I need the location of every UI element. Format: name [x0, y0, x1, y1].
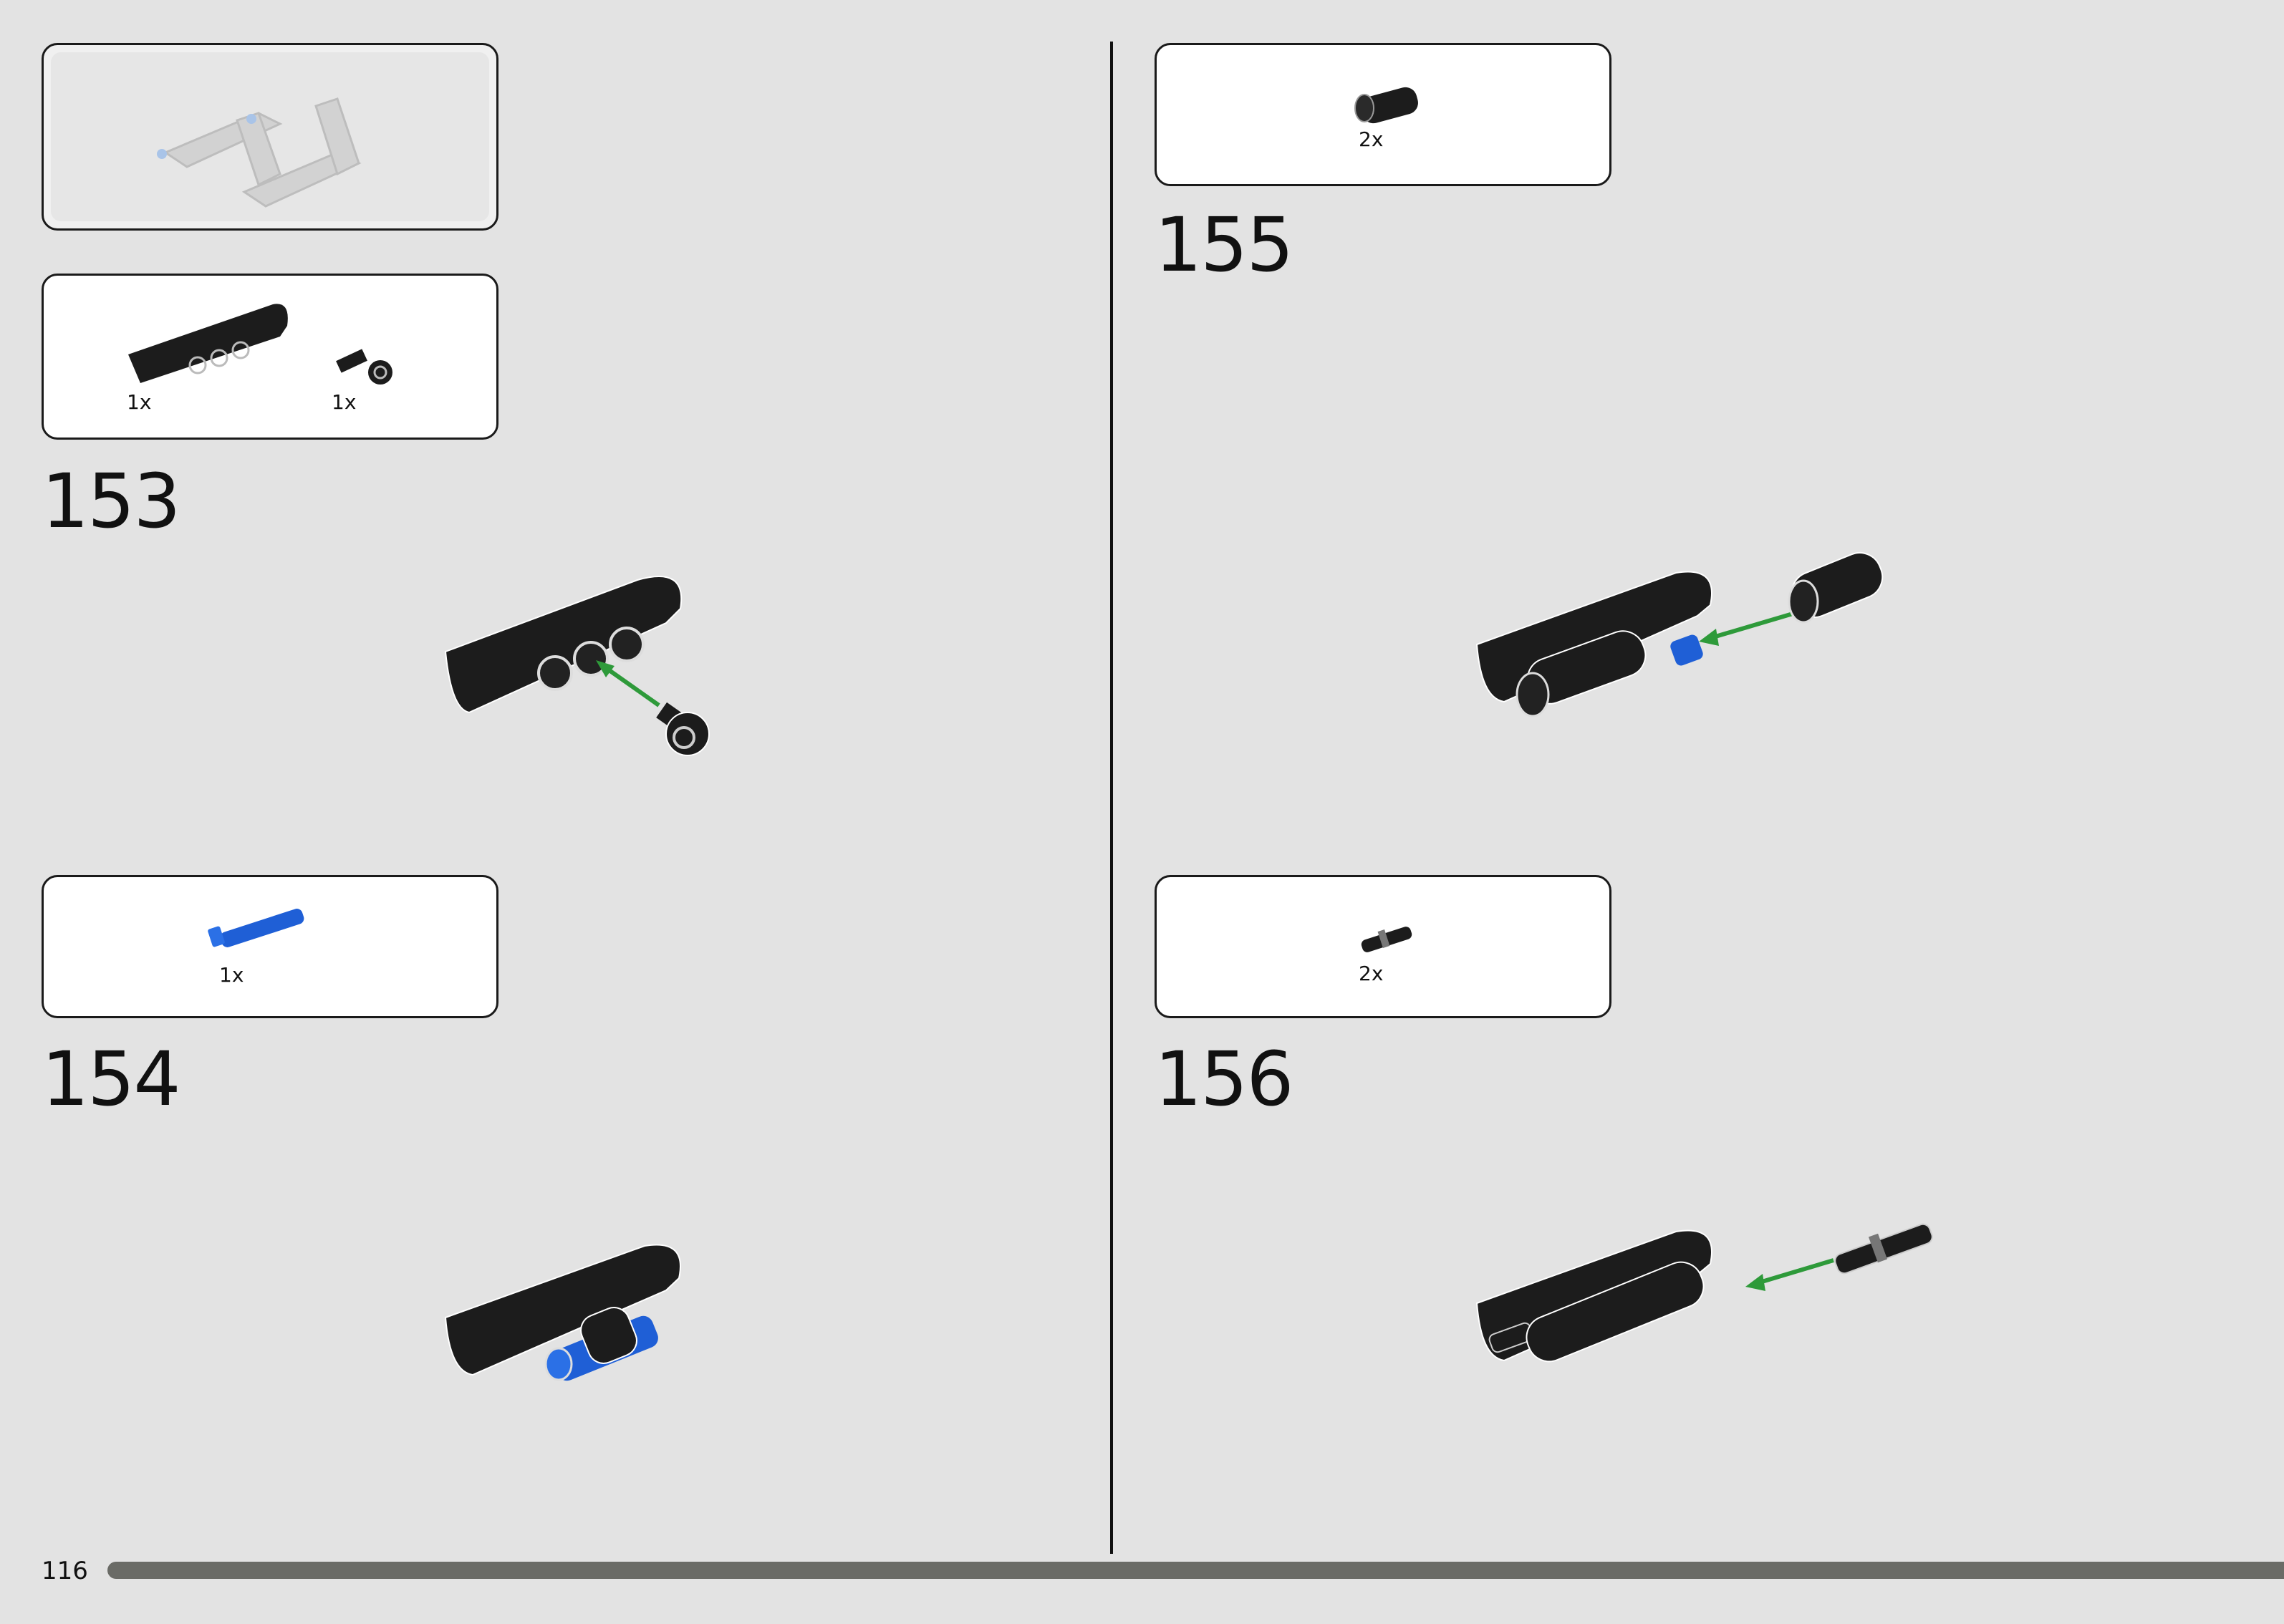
blue-axle-pin-icon [208, 909, 304, 947]
black-pin-icon [1361, 927, 1412, 952]
frame-subassembly-icon [157, 97, 362, 208]
page-number: 116 [42, 1557, 88, 1585]
step-number: 154 [42, 1035, 181, 1123]
step-153-illustration [444, 576, 710, 756]
step-154-parts-list: 1x [42, 875, 498, 1018]
step-156-illustration [1475, 1223, 1933, 1363]
step-153-parts-list: 1x 1x [42, 274, 498, 440]
part-qty: 1x [332, 390, 357, 414]
part-qty: 2x [1359, 962, 1384, 985]
subassembly-callout [42, 43, 498, 231]
step-155-parts-list: 2x [1155, 43, 1611, 186]
black-panel-icon [128, 304, 288, 383]
step-155-illustration [1475, 552, 1884, 717]
progress-bar [107, 1562, 2284, 1579]
step-number: 155 [1155, 201, 1294, 289]
step-154-illustration [444, 1244, 681, 1381]
part-qty: 2x [1359, 127, 1384, 151]
part-qty: 1x [219, 963, 244, 987]
step-number: 153 [42, 458, 181, 545]
step-number: 156 [1155, 1035, 1294, 1123]
step-156-parts-list: 2x [1155, 875, 1611, 1018]
column-divider [1110, 42, 1113, 1554]
black-connector-icon [336, 349, 392, 385]
part-qty: 1x [127, 390, 152, 414]
black-bush-icon [1354, 87, 1418, 124]
